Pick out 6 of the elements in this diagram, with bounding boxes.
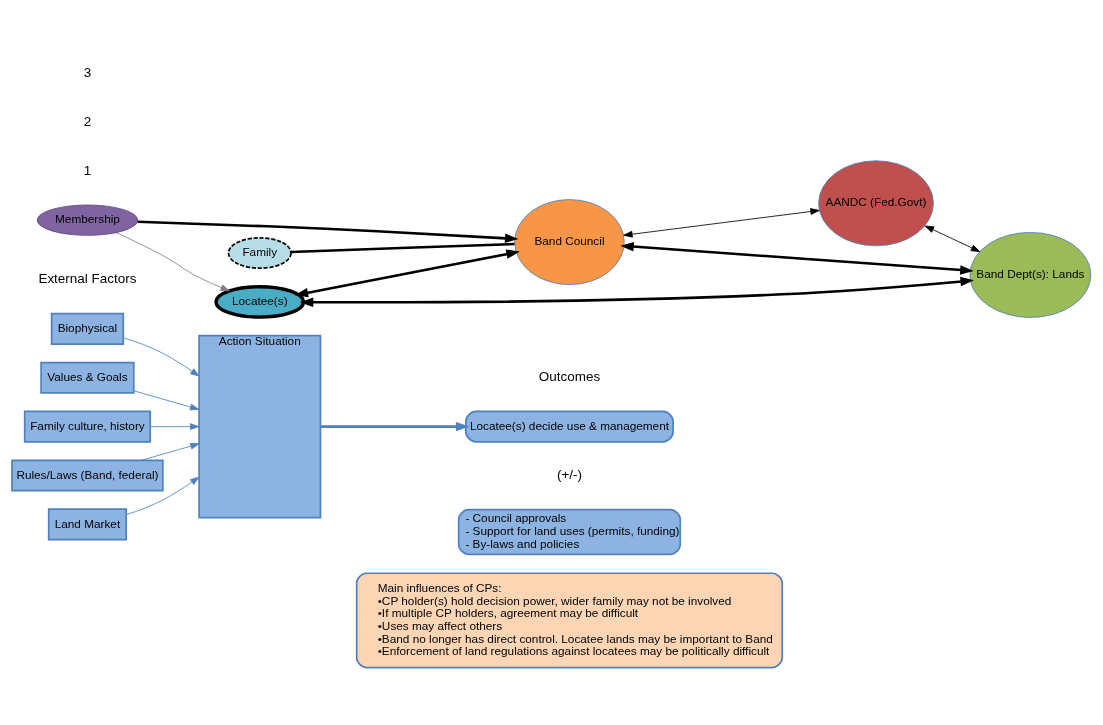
label: Outcomes	[538, 368, 601, 384]
label: (+/-)	[556, 466, 582, 482]
label: 2	[83, 113, 92, 129]
label: 3	[83, 64, 92, 80]
label: 1	[83, 161, 92, 177]
label: External Factors	[38, 270, 137, 286]
